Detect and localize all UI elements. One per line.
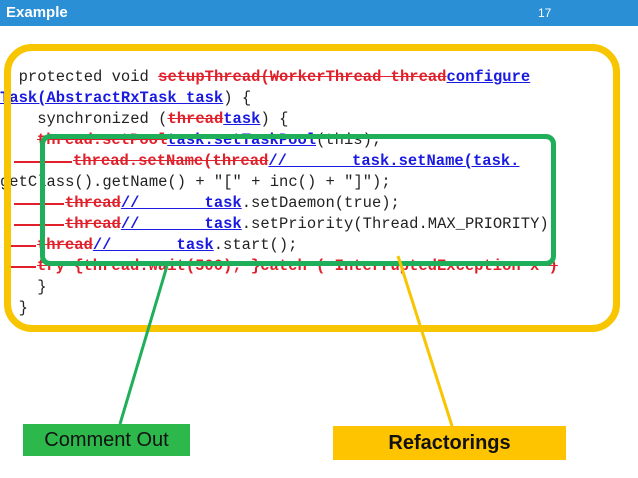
- refactorings-highlight-box: [4, 44, 620, 332]
- removed-line-mark: [14, 224, 64, 226]
- code-line-8: thread// task.setPriority(Thread.MAX_PRI…: [65, 215, 558, 233]
- code-line-5: thread.setName(thread// task.setName(tas…: [73, 152, 520, 170]
- code-line-11: }: [0, 278, 47, 296]
- removed-line-mark: [8, 245, 36, 247]
- slide-title: Example: [6, 4, 68, 21]
- code-line-3: synchronized (threadtask) {: [0, 110, 289, 128]
- comment-out-highlight-box: [40, 134, 556, 266]
- code-line-7: thread// task.setDaemon(true);: [65, 194, 400, 212]
- page-number: 17: [538, 6, 552, 20]
- refactorings-label: Refactorings: [333, 426, 566, 460]
- code-line-2: Task(AbstractRxTask task) {: [0, 89, 252, 107]
- code-line-6: getClass().getName() + "[" + inc() + "]"…: [0, 173, 391, 191]
- removed-line-mark: [8, 266, 36, 268]
- slide-header: Example 17: [0, 0, 638, 26]
- comment-out-label: Comment Out: [23, 424, 190, 456]
- code-line-9: thread// task.start();: [37, 236, 298, 254]
- comment-out-connector: [118, 265, 169, 425]
- code-line-1: protected void setupThread(WorkerThread …: [0, 68, 531, 86]
- refactorings-connector: [396, 255, 454, 427]
- removed-line-mark: [14, 203, 64, 205]
